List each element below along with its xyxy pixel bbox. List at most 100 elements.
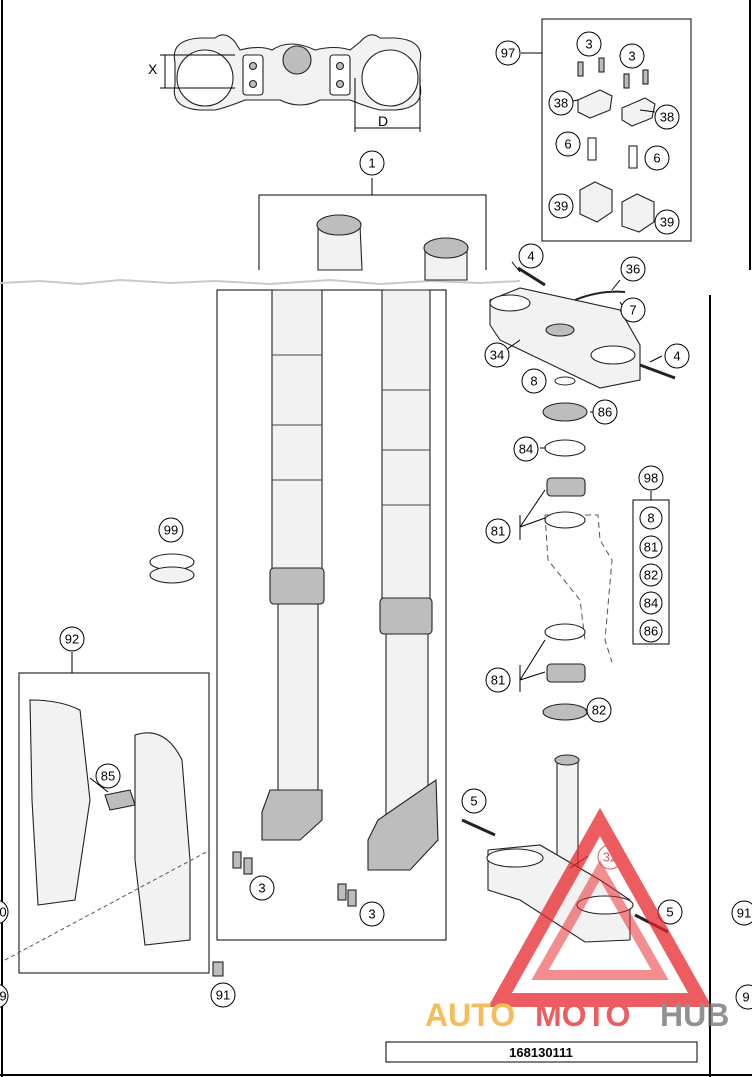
kit-98-item: 82 xyxy=(639,563,663,587)
callout-6: 6 xyxy=(644,145,670,171)
svg-text:3: 3 xyxy=(628,49,635,64)
svg-text:5: 5 xyxy=(470,794,477,809)
drawing-number: 168130111 xyxy=(509,1045,573,1060)
svg-text:6: 6 xyxy=(653,151,660,166)
fork-guard-box-92 xyxy=(4,652,224,977)
callout-3: 3 xyxy=(249,875,275,901)
watermark-auto: AUTO xyxy=(425,997,515,1033)
svg-text:32: 32 xyxy=(603,850,617,865)
upper-triple-clamp-dimension-view: X D xyxy=(148,34,422,132)
callout-98: 98 xyxy=(638,465,664,491)
svg-text:3: 3 xyxy=(258,881,265,896)
kit-98-item: 8 xyxy=(639,506,663,530)
svg-text:0: 0 xyxy=(0,905,7,920)
svg-text:4: 4 xyxy=(673,349,680,364)
svg-text:1: 1 xyxy=(368,156,375,171)
callout-1: 1 xyxy=(359,150,385,176)
svg-text:9: 9 xyxy=(0,989,7,1004)
svg-text:85: 85 xyxy=(101,769,115,784)
svg-text:8: 8 xyxy=(530,374,537,389)
callout-38: 38 xyxy=(548,90,574,116)
callout-38: 38 xyxy=(654,104,680,130)
svg-text:5: 5 xyxy=(666,905,673,920)
callout-34: 34 xyxy=(484,342,510,368)
callout-82: 82 xyxy=(586,697,612,723)
svg-text:39: 39 xyxy=(554,199,568,214)
callout-36: 36 xyxy=(620,256,646,282)
svg-text:99: 99 xyxy=(164,523,178,538)
callout-4: 4 xyxy=(664,343,690,369)
callout-99: 99 xyxy=(158,517,184,543)
callout-3: 3 xyxy=(619,43,645,69)
svg-text:7: 7 xyxy=(629,303,636,318)
svg-text:98: 98 xyxy=(644,471,658,486)
fork-assembly-box xyxy=(216,178,487,941)
ring-99 xyxy=(149,553,195,584)
upper-triple-clamp-34 xyxy=(489,266,676,497)
svg-text:81: 81 xyxy=(491,673,505,688)
svg-text:84: 84 xyxy=(644,596,658,611)
dimension-x-label: X xyxy=(148,61,158,77)
kit-98-box xyxy=(632,491,670,645)
svg-text:82: 82 xyxy=(644,568,658,583)
callout-91: 91 xyxy=(210,982,236,1008)
svg-text:91: 91 xyxy=(216,988,230,1003)
svg-text:86: 86 xyxy=(644,624,658,639)
svg-text:9: 9 xyxy=(742,990,749,1005)
callout-84: 84 xyxy=(513,436,539,462)
callout-4: 4 xyxy=(518,243,544,269)
callout-fragment-left: 0 xyxy=(0,900,9,924)
callout-3: 3 xyxy=(576,31,602,57)
callout-5: 5 xyxy=(461,788,487,814)
kit-97-box xyxy=(521,18,692,242)
dimension-d-label: D xyxy=(378,113,388,129)
svg-text:6: 6 xyxy=(564,137,571,152)
callout-fragment-left: 9 xyxy=(0,984,9,1008)
callout-fragment-right: 91 xyxy=(731,900,752,926)
svg-text:3: 3 xyxy=(585,37,592,52)
svg-text:38: 38 xyxy=(554,96,568,111)
svg-text:81: 81 xyxy=(644,540,658,555)
callout-7: 7 xyxy=(620,297,646,323)
drawing-number-box: 168130111 xyxy=(385,1041,698,1063)
callout-8: 8 xyxy=(521,368,547,394)
svg-text:39: 39 xyxy=(660,215,674,230)
svg-text:84: 84 xyxy=(519,442,533,457)
callout-39: 39 xyxy=(654,209,680,235)
svg-text:8: 8 xyxy=(647,511,654,526)
callout-fragment-right: 9 xyxy=(735,984,752,1010)
callout-85: 85 xyxy=(95,763,121,789)
svg-text:92: 92 xyxy=(65,632,79,647)
callout-86: 86 xyxy=(592,399,618,425)
svg-text:3: 3 xyxy=(368,907,375,922)
kit-98-item: 84 xyxy=(639,591,663,615)
svg-text:82: 82 xyxy=(592,703,606,718)
callout-92: 92 xyxy=(59,626,85,652)
svg-text:91: 91 xyxy=(737,906,751,921)
svg-text:81: 81 xyxy=(491,524,505,539)
svg-text:97: 97 xyxy=(501,46,515,61)
callout-6: 6 xyxy=(555,131,581,157)
head-tube-outline xyxy=(519,489,613,721)
kit-98-item: 81 xyxy=(639,535,663,559)
callout-3: 3 xyxy=(359,901,385,927)
kit-98-item: 86 xyxy=(639,619,663,643)
callout-39: 39 xyxy=(548,193,574,219)
callout-81: 81 xyxy=(485,518,511,544)
watermark-hub: HUB xyxy=(660,997,729,1033)
svg-text:4: 4 xyxy=(527,249,534,264)
svg-text:36: 36 xyxy=(626,262,640,277)
kit-98-items: 8 81 82 84 86 xyxy=(639,506,663,643)
cropped-edge-callouts: 0 9 91 9 xyxy=(0,900,752,1010)
steering-stem-lower-clamp xyxy=(461,754,669,943)
callout-32: 32 xyxy=(597,844,623,870)
callout-97: 97 xyxy=(495,40,521,66)
callout-81: 81 xyxy=(485,667,511,693)
watermark-logo: 32 AUTO MOTO HUB xyxy=(425,807,729,1033)
watermark-moto: MOTO xyxy=(535,997,630,1033)
svg-text:34: 34 xyxy=(490,348,504,363)
svg-text:38: 38 xyxy=(660,110,674,125)
svg-text:86: 86 xyxy=(598,405,612,420)
